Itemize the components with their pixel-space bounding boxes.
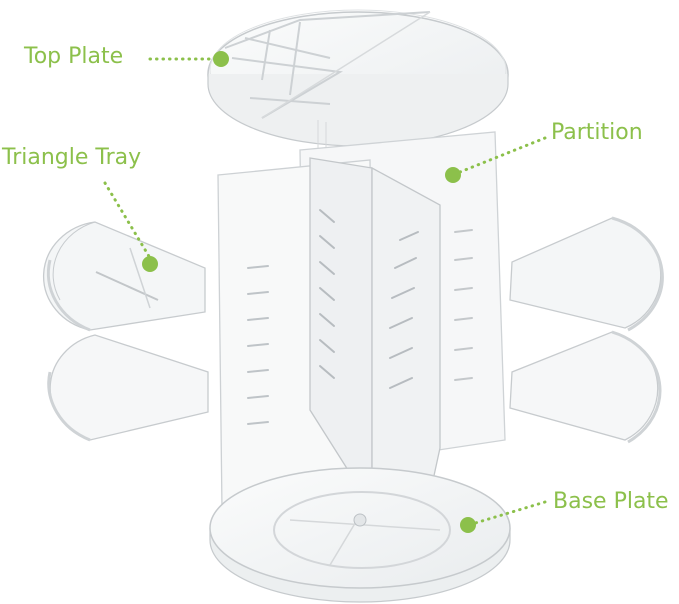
partition — [217, 131, 506, 542]
base-plate-marker — [460, 517, 476, 533]
base-plate-label: Base Plate — [553, 489, 669, 514]
top-plate-marker — [213, 51, 229, 67]
leader-lines — [103, 57, 547, 526]
leader-dots — [142, 51, 476, 533]
top-plate-label: Top Plate — [24, 44, 124, 69]
partition-marker — [445, 167, 461, 183]
triangle-tray-left-lower — [47, 334, 209, 442]
triangle-tray-marker — [142, 256, 158, 272]
top-plate — [207, 9, 509, 147]
partition-label: Partition — [551, 120, 643, 145]
triangle-tray-right-lower — [509, 330, 662, 444]
triangle-tray-right-upper — [509, 216, 664, 332]
triangle-tray-label: Triangle Tray — [2, 145, 142, 170]
triangle-tray-left-upper — [43, 221, 206, 332]
base-plate — [209, 467, 511, 603]
